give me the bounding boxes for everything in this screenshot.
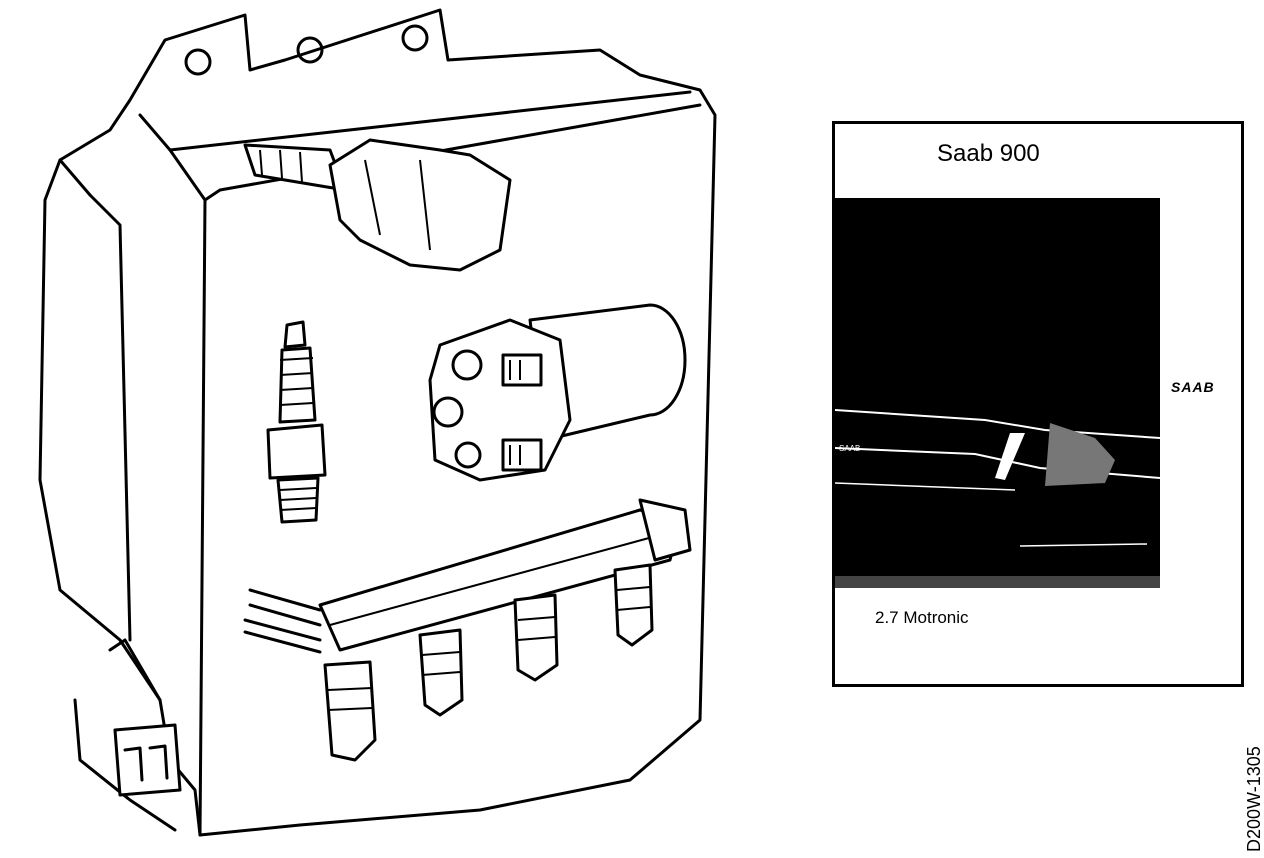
spark-plug bbox=[266, 320, 327, 524]
manual-cover: Saab 900 SAAB 2.7 Motronic SAAB bbox=[832, 121, 1244, 687]
control-unit-box bbox=[38, 8, 717, 837]
ignition-coil bbox=[428, 303, 687, 482]
car-badge: SAAB bbox=[839, 444, 860, 453]
manual-subtitle: 2.7 Motronic bbox=[875, 608, 969, 627]
car-headlight bbox=[1045, 423, 1115, 486]
car-body-line bbox=[835, 482, 1016, 491]
car-bumper-line bbox=[1019, 543, 1148, 547]
car-trim-line bbox=[835, 409, 1160, 439]
car-grille-bar bbox=[995, 433, 1025, 480]
photo-bottom-strip bbox=[835, 576, 1160, 588]
fuel-rail bbox=[243, 498, 692, 654]
saab-logo: SAAB bbox=[1171, 379, 1215, 395]
fuel-injectors bbox=[323, 563, 654, 762]
sensor-connector bbox=[243, 138, 512, 272]
manual-title: Saab 900 bbox=[937, 140, 1040, 167]
reference-code: D200W-1305 bbox=[1244, 746, 1264, 852]
car-photo: SAAB bbox=[835, 409, 1160, 588]
manual-cover-photo: SAAB bbox=[835, 198, 1160, 588]
